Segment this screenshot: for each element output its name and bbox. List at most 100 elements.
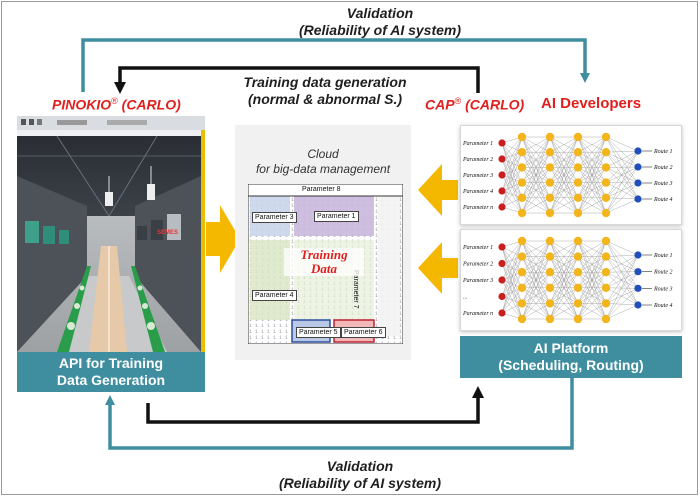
nn-bottom-hidden-node xyxy=(601,283,611,292)
bottom-validation-line xyxy=(105,377,574,450)
nn-bottom-hidden-node xyxy=(517,299,527,308)
nn-bottom-input-label: Parameter 2 xyxy=(462,262,493,268)
top-validation-title: Validation xyxy=(346,5,414,21)
nn-top-input-label: Parameter 4 xyxy=(462,188,493,195)
nn-bottom-output-node xyxy=(634,284,642,292)
nn-bottom-hidden-node xyxy=(601,236,611,246)
nn-bottom-hidden-node xyxy=(545,299,555,308)
nn-top-hidden-node xyxy=(573,208,583,218)
nn-bottom-hidden-node xyxy=(601,314,611,324)
pinokio-name: PINOKIO xyxy=(52,96,112,113)
nn-bottom-hidden-node xyxy=(573,299,583,308)
nn-top-hidden-node xyxy=(573,132,583,142)
nn-bottom-output-node xyxy=(634,268,642,276)
nn-bottom-hidden-node xyxy=(517,268,527,277)
cap-name: CAP xyxy=(425,96,455,113)
training-data-line1: Training xyxy=(300,247,348,262)
nn-top-hidden-node xyxy=(601,193,611,202)
nn-top-hidden-node xyxy=(573,178,583,187)
param-4-label: Parameter 4 xyxy=(252,290,297,301)
nn-top-connections xyxy=(501,136,639,214)
nn-bottom-output-label: Route 2 xyxy=(653,270,673,276)
nn-top-hidden-node xyxy=(573,163,583,172)
nn-top-output-node xyxy=(634,179,642,187)
nn-bottom-output-label: Route 3 xyxy=(653,286,673,292)
nn-bottom-input-node xyxy=(498,309,506,317)
nn-bottom-hidden-node xyxy=(573,252,583,261)
nn-top-output-label: Route 1 xyxy=(653,149,673,155)
nn-top-hidden-node xyxy=(517,178,527,187)
nn-top-input-label: Parameter n xyxy=(462,205,493,211)
param-6-label: Parameter 6 xyxy=(341,327,386,338)
api-box: API for Training Data Generation xyxy=(17,352,205,392)
param-5-label: Parameter 5 xyxy=(296,327,341,338)
nn-top-hidden-node xyxy=(601,148,611,157)
nn-top-hidden-node xyxy=(601,163,611,172)
nn-top-hidden-node xyxy=(573,193,583,202)
pinokio-suffix: (CARLO) xyxy=(121,96,181,113)
ai-platform-line2: (Scheduling, Routing) xyxy=(498,357,644,373)
nn-bottom-output-node xyxy=(634,301,642,309)
nn-bottom-hidden-node xyxy=(545,236,555,246)
nn-top-input-label: Parameter 3 xyxy=(462,173,493,179)
nn-bottom-hidden-node xyxy=(517,283,527,292)
nn-top-hidden-node xyxy=(573,148,583,157)
nn-bottom-hidden-node xyxy=(545,314,555,324)
nn-top-hidden-node xyxy=(545,193,555,202)
ai-platform-box: AI Platform (Scheduling, Routing) xyxy=(460,336,682,378)
nn-bottom-hidden-node xyxy=(601,299,611,308)
nn-bottom-hidden-node xyxy=(545,252,555,261)
training-data-line2: Data xyxy=(311,261,337,276)
nn-bottom-connections xyxy=(501,240,639,320)
param-8-label: Parameter 8 xyxy=(302,186,341,193)
orange-arrow-left-to-cloud xyxy=(206,205,240,273)
nn-bottom-output-label: Route 1 xyxy=(653,253,673,259)
training-data-label: Training Data xyxy=(284,248,364,276)
ai-developers-title: AI Developers xyxy=(541,95,642,112)
nn-bottom-input-node xyxy=(498,276,506,284)
training-gen-label: Training data generation (normal & abnor… xyxy=(200,74,450,108)
nn-top-hidden-node xyxy=(601,178,611,187)
nn-top-input-label: Parameter 2 xyxy=(462,157,493,163)
simulation-screenshot: SEMES xyxy=(17,116,205,352)
pinokio-reg: ® xyxy=(111,96,118,106)
nn-top-hidden-node xyxy=(517,208,527,218)
bottom-black-line xyxy=(146,386,484,424)
nn-bottom-input-label: Parameter n xyxy=(462,311,493,317)
nn-bottom-hidden-node xyxy=(573,314,583,324)
nn-top-hidden-node xyxy=(601,208,611,218)
nn-top-hidden-node xyxy=(517,193,527,202)
nn-top-hidden-node xyxy=(601,132,611,142)
orange-arrow-platform-to-cloud-bottom xyxy=(418,242,458,294)
nn-top-hidden-node xyxy=(545,208,555,218)
nn-top-output-label: Route 2 xyxy=(653,165,673,171)
bottom-validation-subtitle: (Reliability of AI system) xyxy=(278,475,442,491)
nn-top-input-node xyxy=(498,203,506,211)
nn-bottom-output-label: Route 4 xyxy=(653,302,673,309)
nn-diagram-top: Parameter 1 Parameter 2 Parameter 3 Paramet… xyxy=(462,132,673,218)
orange-arrow-platform-to-cloud-top xyxy=(418,164,458,216)
nn-top-output-node xyxy=(634,195,642,203)
nn-bottom-input-node xyxy=(498,243,506,251)
nn-top-input-label: Parameter 1 xyxy=(462,141,493,147)
cap-suffix: (CARLO) xyxy=(465,96,525,113)
nn-bottom-input-node xyxy=(498,259,506,268)
nn-bottom-output-node xyxy=(634,251,642,259)
cap-title: CAP® (CARLO) xyxy=(425,96,524,113)
ai-platform-line1: AI Platform xyxy=(533,340,609,356)
cloud-caption: Cloud for big-data management xyxy=(235,147,411,177)
nn-top-hidden-node xyxy=(517,163,527,172)
nn-top-hidden-node xyxy=(517,132,527,142)
nn-bottom-hidden-node xyxy=(517,236,527,246)
nn-bottom-input-label: Parameter 1 xyxy=(462,245,493,251)
nn-bottom-hidden-node xyxy=(573,268,583,277)
nn-bottom-hidden-node xyxy=(517,252,527,261)
nn-bottom-input-node xyxy=(498,292,506,301)
nn-top-input-node xyxy=(498,139,506,147)
svg-text:SEMES: SEMES xyxy=(157,230,178,236)
cloud-line1: Cloud xyxy=(307,147,339,161)
param-3-label: Parameter 3 xyxy=(252,212,297,223)
nn-top-output-label: Route 3 xyxy=(653,181,673,187)
bottom-validation-label: Validation (Reliability of AI system) xyxy=(230,458,490,492)
